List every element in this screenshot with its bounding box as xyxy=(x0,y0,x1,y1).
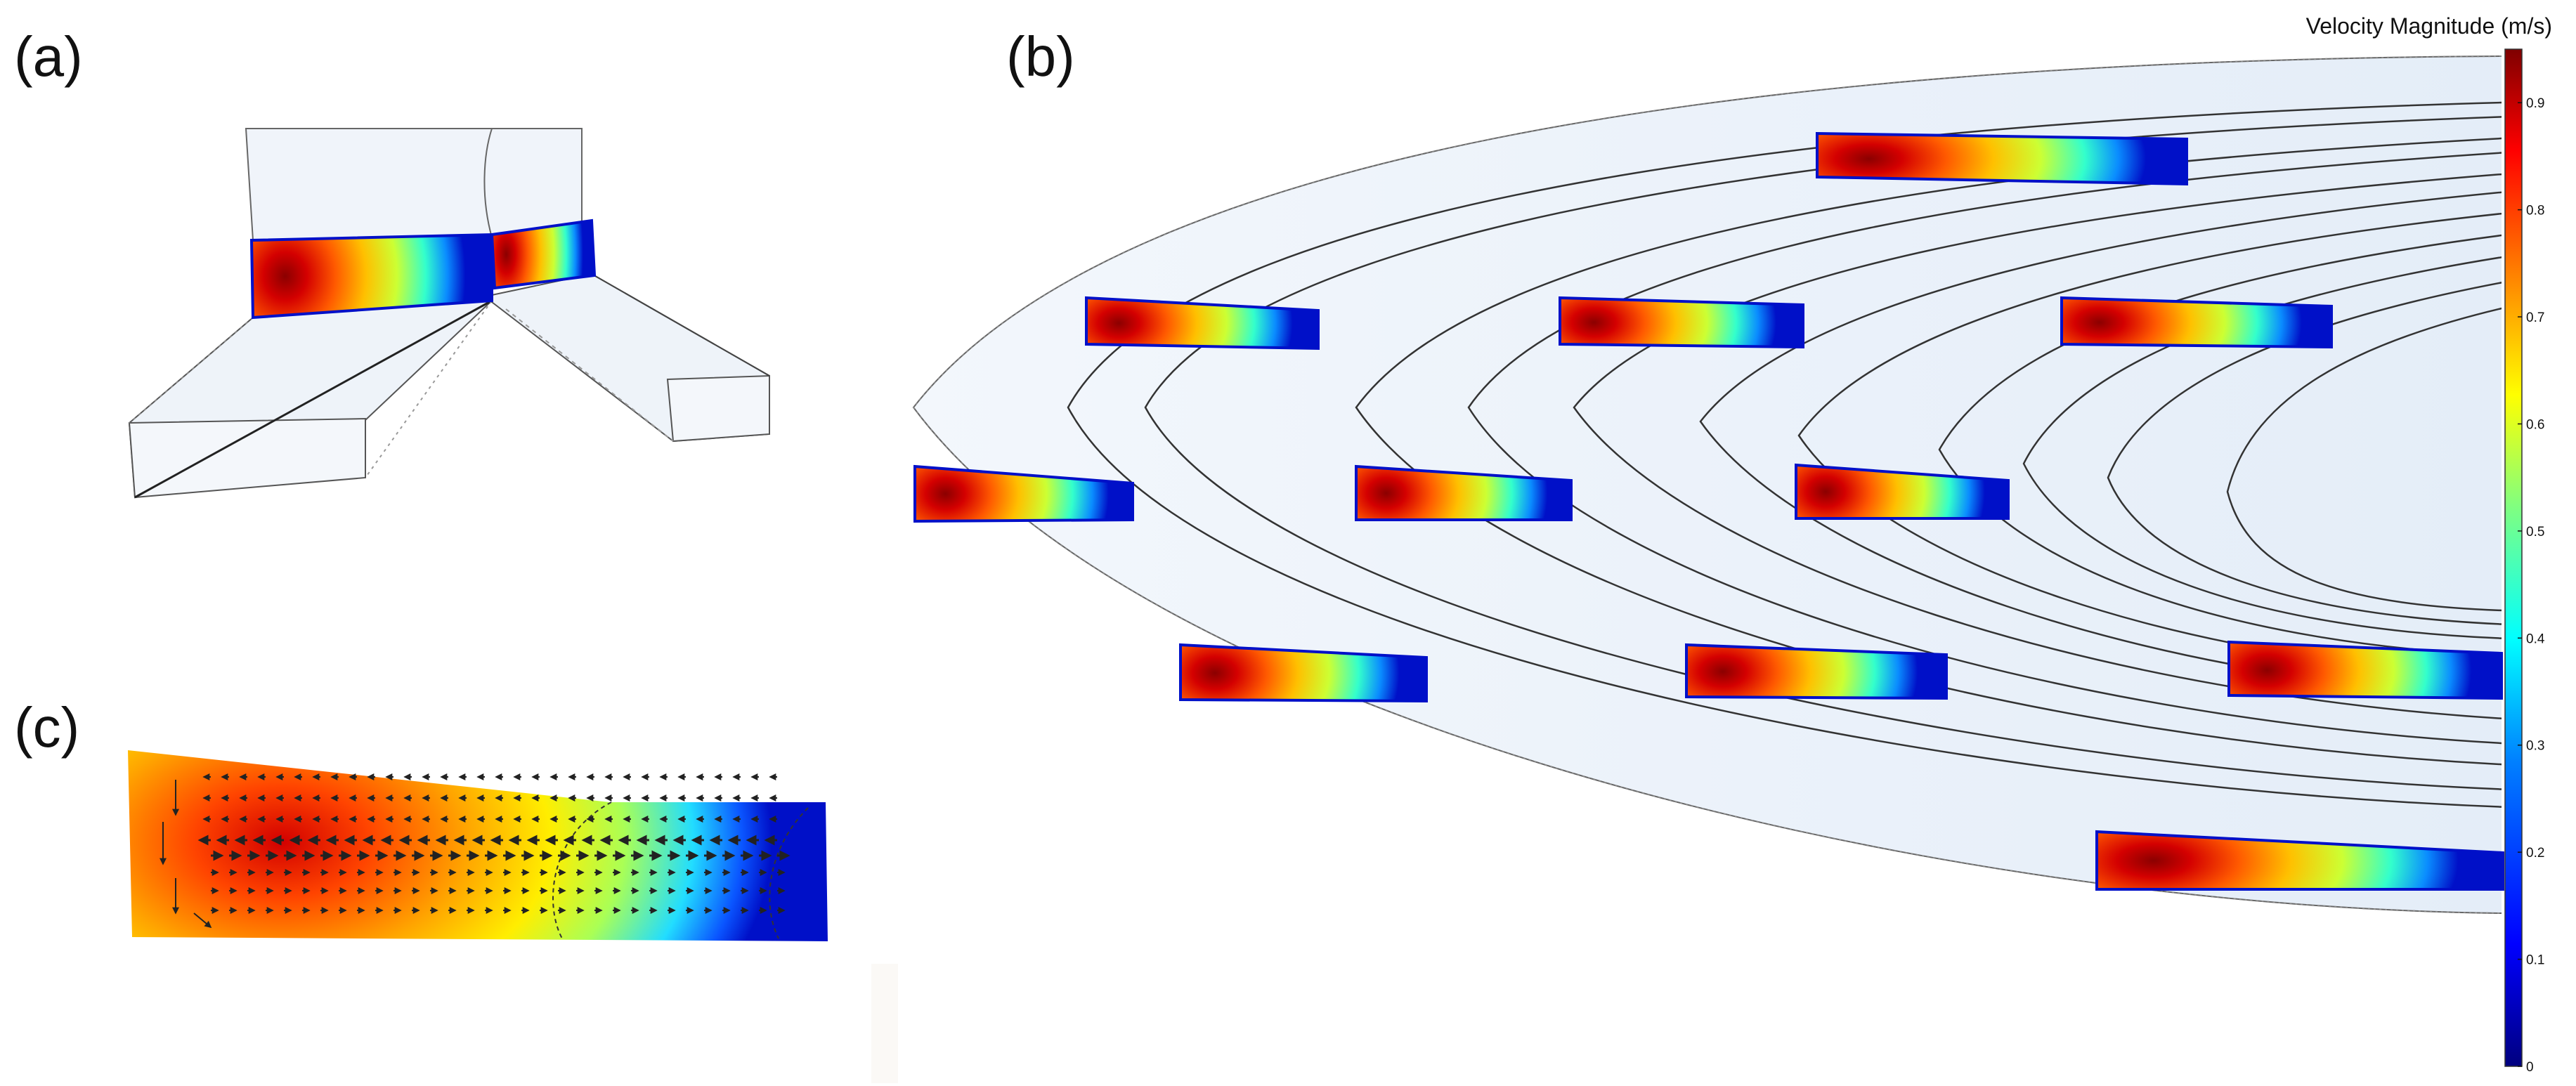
slice-b-9 xyxy=(1685,643,1948,700)
colorbar-tick-label: 0.3 xyxy=(2526,739,2544,754)
colorbar-title: Velocity Magnitude (m/s) xyxy=(2306,13,2552,39)
slice-b-1 xyxy=(1816,131,2188,186)
colorbar-tick-label: 0.9 xyxy=(2526,96,2544,111)
colorbar-tick-label: 0.5 xyxy=(2526,525,2544,539)
panel-c-cross-section xyxy=(128,750,828,941)
colorbar-tick-label: 0.2 xyxy=(2526,846,2544,861)
faint-artifact xyxy=(871,964,898,1083)
upper-channel-divider xyxy=(483,128,493,238)
velocity-arrow xyxy=(193,912,212,929)
slice-b-2 xyxy=(1085,296,1320,351)
colorbar-gradient xyxy=(2504,48,2523,1067)
velocity-arrow-field xyxy=(160,773,791,929)
colorbar-tick-label: 0.6 xyxy=(2526,417,2544,432)
colorbar: Velocity Magnitude (m/s) 0 0.1 0.2 0.3 0.4 0.… xyxy=(2306,13,2552,1075)
slice-c-velocity-field xyxy=(128,750,828,941)
panel-label-c: (c) xyxy=(14,696,79,759)
slice-b-11 xyxy=(2095,830,2504,891)
colorbar-tick-label: 0.8 xyxy=(2526,204,2544,218)
slice-b-10 xyxy=(2227,640,2503,700)
right-branch-hidden-edge xyxy=(505,308,674,442)
left-branch-hidden-edge xyxy=(129,317,254,424)
panel-label-a: (a) xyxy=(14,25,83,88)
channel-arcs xyxy=(1067,100,2502,809)
slice-b-6 xyxy=(1355,464,1573,521)
colorbar-tick-label: 0 xyxy=(2526,1060,2534,1075)
left-branch-hidden-edge-2 xyxy=(365,300,493,478)
upper-channel xyxy=(245,128,583,242)
right-outlet-box xyxy=(666,374,770,443)
colorbar-tick-label: 0.4 xyxy=(2526,632,2545,646)
slice-a-right xyxy=(490,218,597,290)
slice-b-5 xyxy=(913,464,1134,523)
slice-b-7 xyxy=(1795,463,2010,520)
right-branch-edge xyxy=(591,273,770,377)
colorbar-tick-label: 0.7 xyxy=(2526,310,2544,325)
slice-c-inner-curve-2 xyxy=(769,807,809,939)
left-branch-edge xyxy=(134,299,493,499)
colorbar-tick-label: 0.1 xyxy=(2526,953,2544,968)
disk-rim xyxy=(912,55,2502,914)
slice-b-3 xyxy=(1559,296,1804,349)
slice-b-8 xyxy=(1179,643,1428,703)
left-outlet-box xyxy=(128,417,366,499)
colorbar-ticks: 0 0.1 0.2 0.3 0.4 0.5 0.6 0.7 0.8 0.9 xyxy=(2518,96,2545,1075)
slice-b-4 xyxy=(2060,296,2333,349)
panel-a-geometry xyxy=(128,128,770,499)
panel-b-disk xyxy=(912,55,2504,914)
slice-a-left xyxy=(249,233,493,320)
panel-label-b: (b) xyxy=(1006,25,1075,88)
